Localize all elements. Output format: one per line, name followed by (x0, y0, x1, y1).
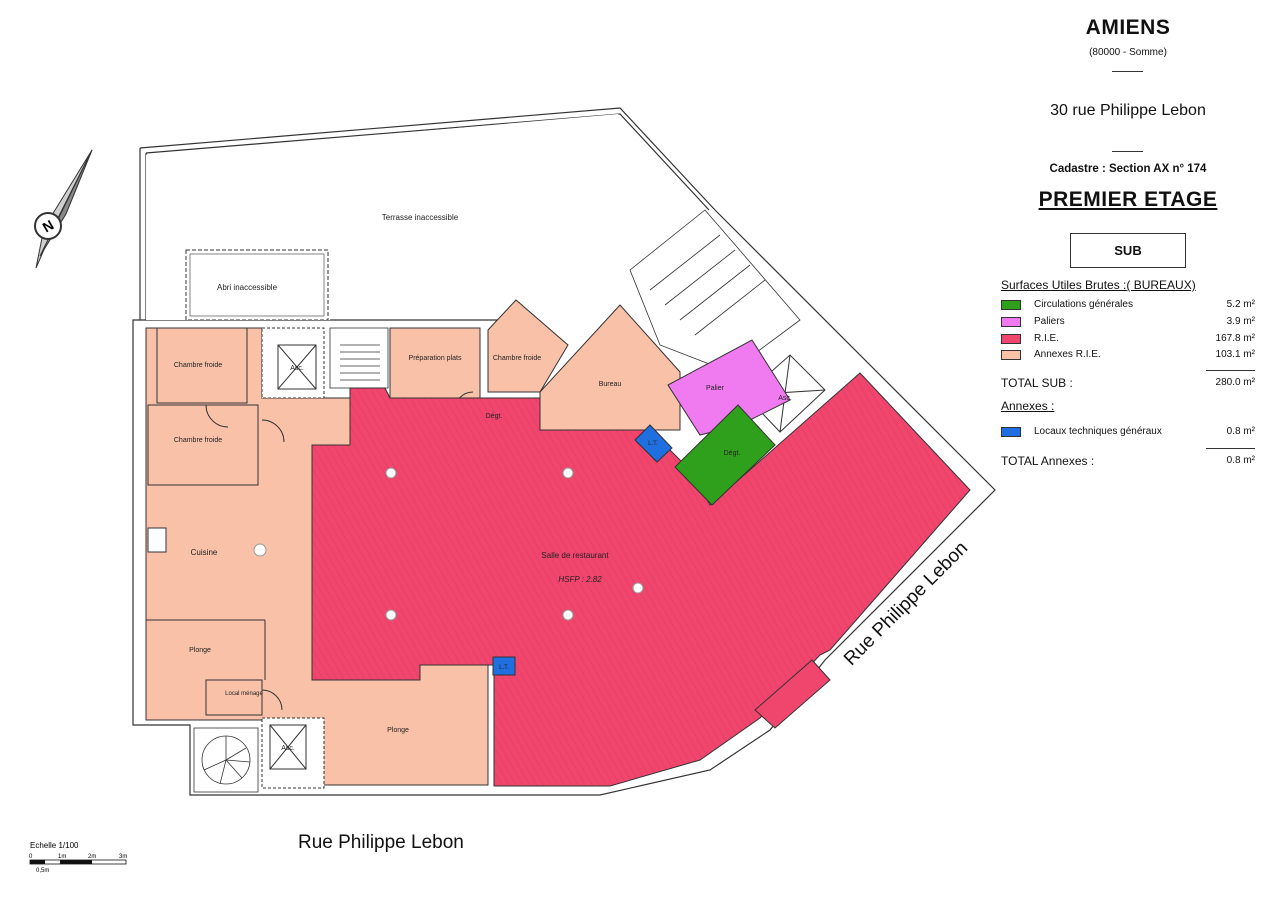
label-asc-3: Asc. (778, 395, 792, 402)
total-annexes-rule (1206, 448, 1255, 449)
label-chambre-froide-3: Chambre froide (493, 355, 541, 362)
label-palier: Palier (706, 385, 725, 392)
legend-item: Paliers 3.9 m² (1001, 316, 1255, 330)
circulation-zone (674, 404, 776, 506)
legend-value: 103.1 m² (1215, 349, 1255, 360)
scale-tick-2: 2m (88, 854, 96, 860)
scale-sub: 0,5m (36, 868, 49, 874)
floor-plan: N Echelle 1/100 0 1m 2m 3m 0,5m Terrasse… (29, 107, 996, 874)
city-title: AMIENS (1085, 16, 1171, 39)
total-annexes-label: TOTAL Annexes : (1001, 454, 1095, 468)
label-preparation: Préparation plats (409, 355, 462, 362)
legend-value: 0.8 m² (1226, 426, 1255, 437)
legend-item: Circulations générales 5.2 m² (1001, 299, 1255, 313)
legend-value: 5.2 m² (1226, 299, 1255, 310)
cadastre-label: Cadastre : Section AX n° 174 (1049, 163, 1207, 175)
total-annexes-value: 0.8 m² (1226, 455, 1255, 466)
address-label: 30 rue Philippe Lebon (1050, 102, 1206, 119)
terrace-area (146, 114, 706, 321)
legend-label: Circulations générales (1034, 299, 1133, 310)
palier-zone (667, 339, 791, 436)
scale-bar: Echelle 1/100 0 1m 2m 3m 0,5m (29, 841, 127, 874)
surface-type-box: SUB (1070, 233, 1186, 268)
legend-label: R.I.E. (1034, 333, 1060, 344)
level-title: PREMIER ETAGE (1038, 188, 1218, 211)
label-terrasse: Terrasse inaccessible (382, 213, 459, 222)
scale-label: Echelle 1/100 (30, 841, 79, 850)
legend-item: Annexes R.I.E. 103.1 m² (1001, 349, 1255, 363)
department-label: (80000 - Somme) (1089, 47, 1167, 58)
label-chambre-froide-2: Chambre froide (174, 437, 222, 444)
label-plonge-2: Plonge (387, 727, 409, 734)
total-rule (1206, 370, 1255, 371)
legend-value: 3.9 m² (1226, 316, 1255, 327)
label-lt-2: L.T. (499, 665, 509, 671)
lt-zone-1 (634, 424, 673, 463)
salle-restaurant-zone (311, 372, 971, 787)
label-salle: Salle de restaurant (541, 551, 609, 560)
north-arrow-icon: N (34, 149, 93, 269)
legend-swatch (1001, 334, 1021, 344)
stairs (193, 209, 801, 793)
divider-1 (1112, 71, 1143, 72)
total-sub-value: 280.0 m² (1215, 377, 1255, 388)
label-asc-1: Asc. (290, 365, 304, 372)
label-chambre-froide-1: Chambre froide (174, 362, 222, 369)
legend-swatch (1001, 427, 1021, 437)
label-salle-hsfp: HSFP : 2.82 (558, 575, 602, 584)
facade-bay (754, 659, 831, 729)
scale-tick-0: 0 (29, 854, 33, 860)
label-abri: Abri inaccessible (217, 283, 278, 292)
total-sub-label: TOTAL SUB : (1001, 376, 1073, 390)
lt-zone-2 (492, 656, 516, 676)
label-local-menage: Local ménage (225, 691, 263, 697)
legend-swatch (1001, 300, 1021, 310)
legend-title: Surfaces Utiles Brutes :( BUREAUX) (1001, 278, 1196, 292)
legend-label: Paliers (1034, 316, 1065, 327)
total-sub: TOTAL SUB : 280.0 m² (1001, 376, 1255, 390)
abri-inaccessible (185, 249, 329, 321)
columns (253, 467, 644, 621)
label-asc-2: Asc. (281, 745, 295, 752)
interior-walls (146, 327, 474, 716)
surface-type-label: SUB (1114, 243, 1142, 258)
label-lt-1: L.T. (648, 441, 658, 447)
legend-item: R.I.E. 167.8 m² (1001, 333, 1255, 347)
label-degt-1: Dégt. (486, 413, 503, 420)
scale-tick-3: 3m (119, 854, 127, 860)
label-degt-2: Dégt. (724, 450, 741, 457)
label-plonge-1: Plonge (189, 647, 211, 654)
legend-value: 167.8 m² (1215, 333, 1255, 344)
legend-label: Locaux techniques généraux (1034, 426, 1162, 437)
street-bottom-label: Rue Philippe Lebon (298, 832, 464, 853)
total-annexes: TOTAL Annexes : 0.8 m² (1001, 454, 1255, 468)
legend-swatch (1001, 317, 1021, 327)
annexes-title: Annexes : (1001, 399, 1055, 413)
legend-swatch (1001, 350, 1021, 360)
divider-2 (1112, 151, 1143, 152)
label-cuisine: Cuisine (191, 548, 218, 557)
legend-item: Locaux techniques généraux 0.8 m² (1001, 426, 1255, 440)
scale-tick-1: 1m (58, 854, 66, 860)
legend-label: Annexes R.I.E. (1034, 349, 1101, 360)
label-bureau: Bureau (599, 381, 622, 388)
